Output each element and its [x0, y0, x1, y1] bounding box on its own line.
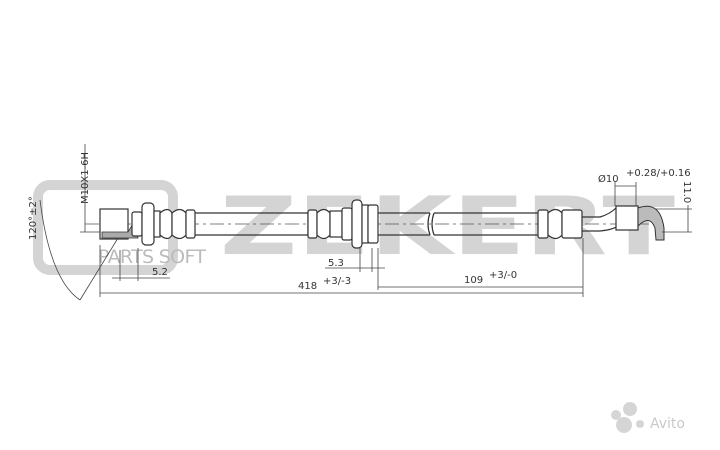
dim-11: 11.0: [681, 181, 692, 203]
dim-5-3: 5.3: [328, 258, 344, 269]
dim-diameter-tol: +0.28/+0.16: [626, 168, 691, 179]
watermark-brand: ZEKERT: [220, 180, 676, 273]
middle-fitting: [307, 199, 379, 249]
dim-diameter: Ø10: [598, 173, 619, 185]
dim-5-2: 5.2: [152, 267, 168, 278]
watermark-sub: PARTS SOFT: [98, 246, 206, 268]
dim-109: 109: [464, 275, 483, 286]
left-fitting: [99, 202, 196, 246]
avito-text: Avito: [650, 416, 685, 432]
dim-418: 418: [298, 281, 317, 292]
right-fitting: [537, 205, 665, 241]
dim-109-tol: +3/-0: [489, 270, 517, 281]
avito-logo: Avito: [611, 402, 685, 433]
thread-label: M10X1-6H: [80, 152, 91, 204]
zekert-watermark: ZEKERT PARTS SOFT: [33, 180, 676, 275]
dim-418-tol: +3/-3: [323, 276, 351, 287]
angle-label: 120°±2°: [28, 196, 39, 240]
dimension-lines: [39, 144, 692, 301]
hose-tube: [195, 212, 538, 236]
